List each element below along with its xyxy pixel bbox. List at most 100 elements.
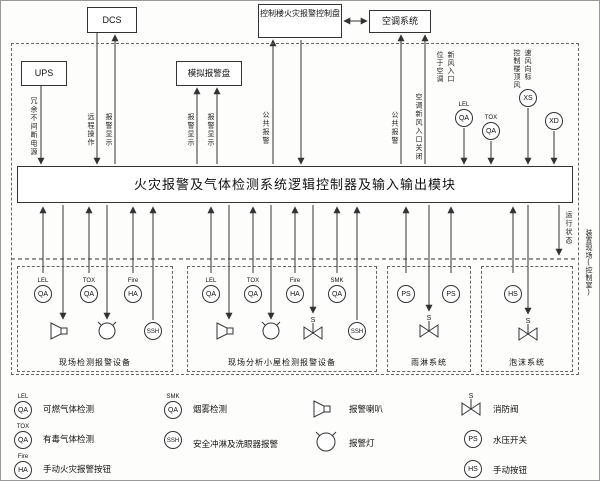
ups-box: UPS bbox=[21, 61, 67, 86]
fire-valve-icon bbox=[419, 321, 439, 338]
run-status-label: 运行状态 bbox=[565, 211, 572, 245]
ssh-circle: SSH bbox=[348, 322, 366, 340]
g1-manual-fire-alarm: Fire HA bbox=[115, 278, 151, 303]
fire-tag: Fire bbox=[17, 454, 29, 460]
hs-circle: HS bbox=[464, 460, 482, 478]
legend-safety-shower-alarm: SSH bbox=[155, 431, 191, 449]
legend-tox-detector: TOX QA bbox=[5, 424, 41, 449]
group-foam-system: 泡沫系统 bbox=[481, 266, 573, 372]
group-field-detection: 现场检测报警设备 bbox=[17, 266, 173, 372]
g2-lel-gas-detector: LEL QA bbox=[193, 278, 229, 303]
control-room-boundary bbox=[11, 43, 579, 375]
alarm-horn-icon bbox=[216, 322, 234, 340]
legend-text: 有毒气体检测 bbox=[43, 434, 95, 444]
alarm-light-icon bbox=[261, 321, 281, 340]
dcs-box: DCS bbox=[87, 7, 137, 33]
group-analyzer-shelter: 现场分析小屋检测报警设备 bbox=[187, 266, 377, 372]
lel-tag: LEL bbox=[37, 278, 49, 284]
qa-circle: QA bbox=[482, 122, 500, 140]
roof-wind-sensor-label: 控制楼顶风速风向标 bbox=[513, 49, 531, 89]
inlet-tox-gas-detector: TOX QA bbox=[473, 115, 509, 140]
smk-tag: SMK bbox=[166, 394, 180, 400]
qa-circle: QA bbox=[328, 285, 346, 303]
ha-circle: HA bbox=[124, 285, 142, 303]
hvac-box: 空调系统 bbox=[369, 10, 431, 33]
lel-tag: LEL bbox=[205, 278, 217, 284]
valve-s-label: S bbox=[526, 318, 531, 325]
ssh-circle: SSH bbox=[164, 431, 182, 449]
fire-valve-icon bbox=[303, 323, 323, 340]
alarm-horn-icon bbox=[50, 322, 68, 340]
lel-tag: LEL bbox=[17, 394, 29, 400]
legend-manual-fire-alarm: Fire HA bbox=[5, 454, 41, 479]
fire-tag: Fire bbox=[127, 278, 139, 284]
xs-circle: XS bbox=[519, 89, 537, 107]
alarm-display-label: 报警显示 bbox=[207, 113, 214, 147]
legend-pressure-switch: PS bbox=[455, 430, 491, 448]
hvac-inlet-location-label: 位于空调新风入口 bbox=[436, 51, 454, 83]
roof-wind-speed-sensor: XS bbox=[510, 89, 546, 107]
fire-panel-box: 控制楼火灾报警控制盘 bbox=[258, 4, 342, 38]
legend-manual-button: HS bbox=[455, 460, 491, 478]
zone-boundary-label: 装置现场(控制室) bbox=[585, 229, 592, 297]
ha-circle: HA bbox=[14, 461, 32, 479]
legend-text: 报警灯 bbox=[349, 438, 375, 448]
remote-operation-label: 远程操作 bbox=[87, 113, 94, 147]
ps-circle: PS bbox=[397, 285, 415, 303]
qa-circle: QA bbox=[34, 285, 52, 303]
legend-smoke-detector: SMK QA bbox=[155, 394, 191, 419]
lel-tag: LEL bbox=[458, 102, 470, 108]
g3-pressure-switch-2: PS bbox=[433, 285, 469, 303]
g2-tox-gas-detector: TOX QA bbox=[235, 278, 271, 303]
analog-alarm-panel-box: 模拟报警盘 bbox=[176, 61, 242, 86]
alarm-horn-icon bbox=[313, 400, 331, 418]
g2-safety-shower-alarm: SSH bbox=[339, 322, 375, 340]
group-label: 现场分析小屋检测报警设备 bbox=[228, 358, 336, 367]
logic-controller-box: 火灾报警及气体检测系统逻辑控制器及输入输出模块 bbox=[17, 166, 573, 203]
legend-text: 消防阀 bbox=[493, 404, 519, 414]
fire-valve-icon bbox=[461, 399, 481, 416]
xd-circle: XD bbox=[545, 112, 563, 130]
alarm-light-icon bbox=[315, 431, 337, 452]
top-connectors bbox=[37, 17, 558, 165]
fire-tag: Fire bbox=[289, 278, 301, 284]
qa-circle: QA bbox=[14, 431, 32, 449]
tox-tag: TOX bbox=[16, 424, 30, 430]
qa-circle: QA bbox=[164, 401, 182, 419]
alarm-light-icon bbox=[97, 321, 117, 340]
valve-s-label: S bbox=[427, 315, 432, 322]
legend-text: 手动火灾报警按钮 bbox=[43, 464, 112, 474]
g2-smoke-detector: SMK QA bbox=[319, 278, 355, 303]
g1-lel-gas-detector: LEL QA bbox=[25, 278, 61, 303]
alarm-display-label: 报警显示 bbox=[187, 113, 194, 147]
qa-circle: QA bbox=[14, 401, 32, 419]
g4-manual-button: HS bbox=[495, 285, 531, 303]
legend-text: 报警喇叭 bbox=[349, 404, 384, 414]
g2-manual-fire-alarm: Fire HA bbox=[277, 278, 313, 303]
legend-lel-detector: LEL QA bbox=[5, 394, 41, 419]
public-alarm-label: 公共报警 bbox=[391, 111, 398, 145]
tox-tag: TOX bbox=[246, 278, 260, 284]
ha-circle: HA bbox=[286, 285, 304, 303]
inlet-lel-gas-detector: LEL QA bbox=[446, 102, 482, 127]
hs-circle: HS bbox=[504, 285, 522, 303]
qa-circle: QA bbox=[455, 109, 473, 127]
legend-text: 烟雾检测 bbox=[193, 404, 228, 414]
g1-tox-gas-detector: TOX QA bbox=[71, 278, 107, 303]
legend-text: 水压开关 bbox=[493, 435, 528, 445]
valve-s-label: S bbox=[469, 393, 474, 400]
qa-circle: QA bbox=[244, 285, 262, 303]
legend-text: 可燃气体检测 bbox=[43, 404, 95, 414]
ps-circle: PS bbox=[442, 285, 460, 303]
alarm-display-label: 报警显示 bbox=[105, 113, 112, 147]
ups-power-label: 冗余不间断电源 bbox=[30, 97, 37, 157]
tox-tag: TOX bbox=[82, 278, 96, 284]
legend-text: 安全冲淋及洗眼器报警 bbox=[193, 439, 279, 449]
group-deluge-system: 雨淋系统 bbox=[387, 266, 471, 372]
public-alarm-label: 公共报警 bbox=[262, 111, 269, 145]
hvac-inlet-close-label: 空调新风入口关闭 bbox=[415, 93, 422, 161]
tox-tag: TOX bbox=[484, 115, 498, 121]
ps-circle: PS bbox=[464, 430, 482, 448]
